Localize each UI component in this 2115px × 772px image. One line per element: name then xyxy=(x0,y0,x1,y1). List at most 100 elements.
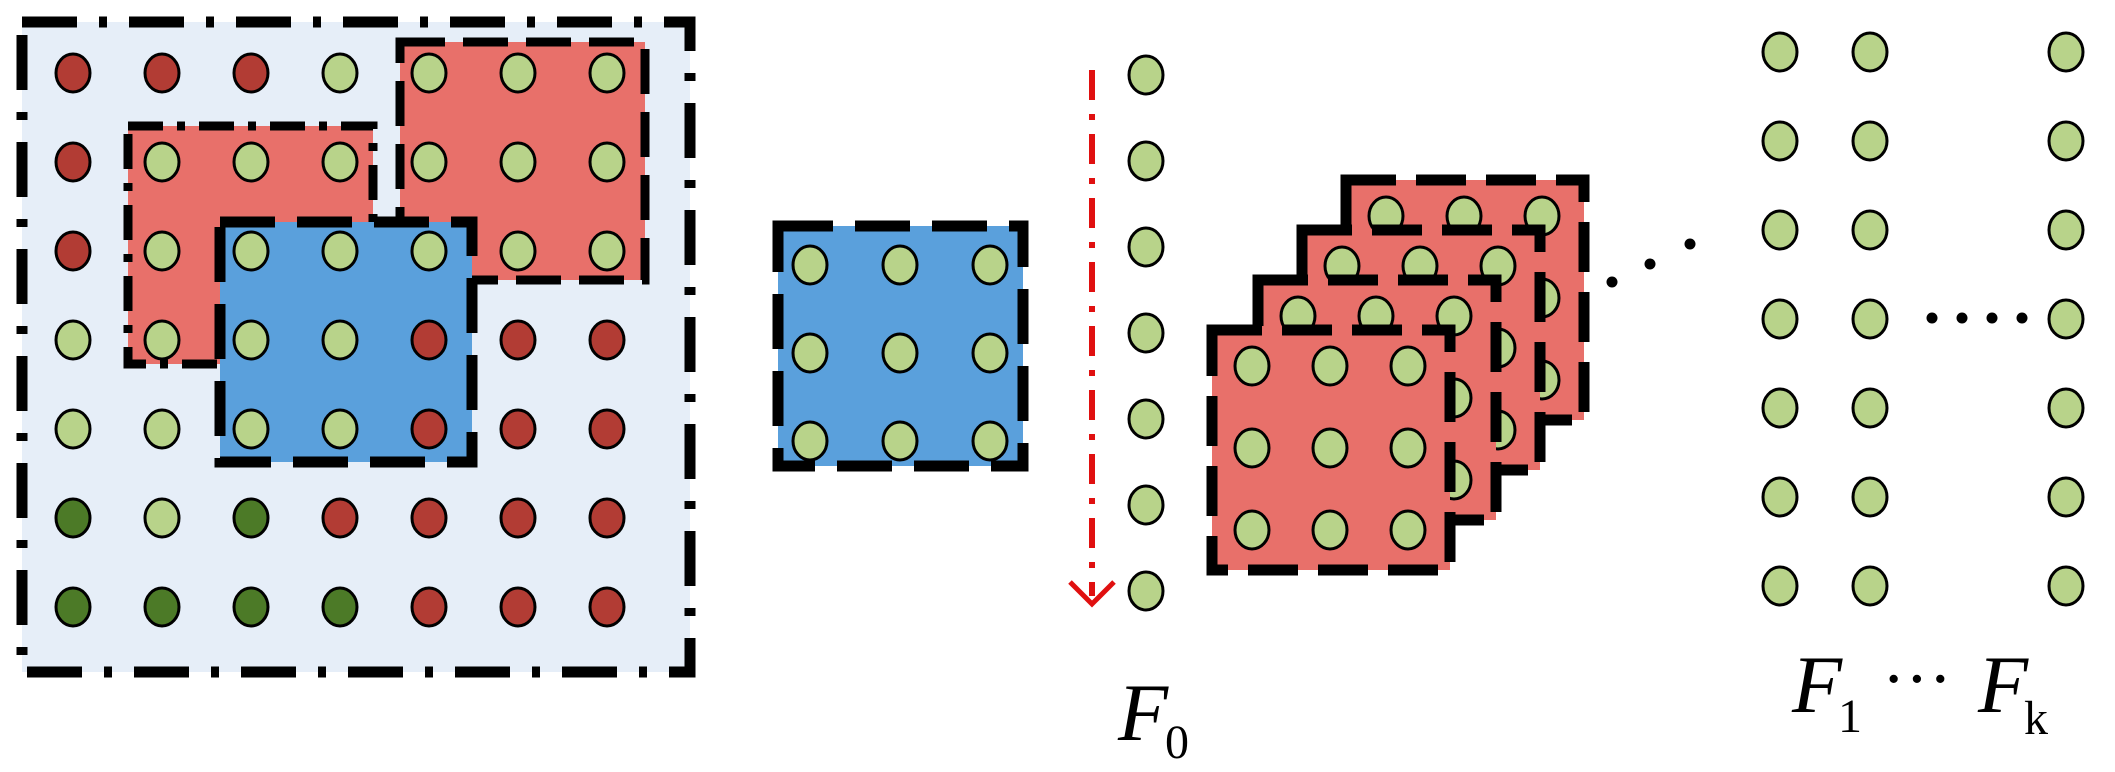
f0-dot xyxy=(1127,226,1165,268)
grid-dot xyxy=(410,319,448,361)
grid-dot xyxy=(499,586,537,628)
patch-dot xyxy=(791,244,829,286)
stack-layer xyxy=(1206,324,1456,576)
grid-dot xyxy=(410,586,448,628)
grid-dot xyxy=(54,230,92,272)
input-grid-panel xyxy=(16,16,696,678)
grid-dot xyxy=(321,52,359,94)
output-dot xyxy=(1851,387,1889,429)
grid-dot xyxy=(499,319,537,361)
f0-dot xyxy=(1127,312,1165,354)
output-dot xyxy=(1761,120,1799,162)
output-dot xyxy=(1851,476,1889,518)
grid-dot xyxy=(321,230,359,272)
dash-dot-down-arrow-icon xyxy=(1068,70,1116,608)
stack-dot xyxy=(1389,509,1427,551)
f1-label-main: F xyxy=(1791,639,1843,730)
grid-dot xyxy=(499,408,537,450)
stacked-feature-windows-icon xyxy=(1206,174,1590,576)
output-dot xyxy=(1851,565,1889,607)
output-dot xyxy=(1761,31,1799,73)
f0-label-main: F xyxy=(1117,667,1169,758)
output-dot xyxy=(1851,120,1889,162)
extracted-patch-dots xyxy=(791,244,1009,462)
grid-dot xyxy=(143,497,181,539)
output-dot xyxy=(2047,565,2085,607)
output-dot xyxy=(2047,476,2085,518)
grid-dot xyxy=(588,319,626,361)
grid-dot xyxy=(232,319,270,361)
grid-dot xyxy=(410,141,448,183)
grid-dot xyxy=(143,408,181,450)
grid-dot xyxy=(410,497,448,539)
output-dot xyxy=(1761,565,1799,607)
grid-dot xyxy=(321,408,359,450)
grid-dot xyxy=(410,408,448,450)
grid-dot xyxy=(588,497,626,539)
f0-label: F 0 xyxy=(1117,667,1189,769)
grid-dot xyxy=(54,408,92,450)
grid-dot xyxy=(54,586,92,628)
grid-dot xyxy=(232,52,270,94)
output-dot xyxy=(1851,209,1889,251)
stack-ellipsis xyxy=(1606,238,1696,288)
grid-dot xyxy=(143,586,181,628)
f0-vector-dots xyxy=(1127,54,1165,612)
f0-label-sub: 0 xyxy=(1165,716,1189,769)
grid-dot xyxy=(232,141,270,183)
output-dot xyxy=(1851,31,1889,73)
stack-dot xyxy=(1311,345,1349,387)
stack-dot xyxy=(1233,345,1271,387)
grid-dot xyxy=(410,230,448,272)
output-dot xyxy=(2047,387,2085,429)
f-ellipsis: ··· xyxy=(1882,641,1952,718)
grid-dot xyxy=(54,141,92,183)
grid-dot xyxy=(232,497,270,539)
patch-dot xyxy=(881,244,919,286)
stack-dot xyxy=(1311,427,1349,469)
output-dot xyxy=(1761,387,1799,429)
grid-dot xyxy=(588,52,626,94)
output-dot xyxy=(1761,476,1799,518)
grid-dot xyxy=(143,141,181,183)
output-dot xyxy=(1761,209,1799,251)
f0-dot xyxy=(1127,570,1165,612)
output-feature-columns xyxy=(1761,31,2085,607)
grid-dot xyxy=(499,230,537,272)
grid-dot xyxy=(143,52,181,94)
grid-dot xyxy=(321,586,359,628)
output-dot xyxy=(1851,298,1889,340)
stack-dot xyxy=(1311,509,1349,551)
grid-dot xyxy=(143,319,181,361)
extracted-patch xyxy=(772,220,1029,472)
fk-label-sub: k xyxy=(2024,692,2048,745)
grid-dot xyxy=(499,497,537,539)
output-dot xyxy=(2047,209,2085,251)
stack-dot xyxy=(1233,427,1271,469)
grid-dot xyxy=(321,319,359,361)
f0-dot xyxy=(1127,54,1165,96)
f0-dot xyxy=(1127,398,1165,440)
grid-dot xyxy=(410,52,448,94)
grid-dot xyxy=(499,141,537,183)
stack-dot xyxy=(1233,509,1271,551)
grid-dot xyxy=(143,230,181,272)
grid-dot xyxy=(232,230,270,272)
grid-dot xyxy=(54,52,92,94)
grid-dot xyxy=(588,408,626,450)
grid-dot xyxy=(232,408,270,450)
grid-dot xyxy=(588,586,626,628)
patch-dot xyxy=(881,420,919,462)
grid-dot xyxy=(54,319,92,361)
grid-dot xyxy=(54,497,92,539)
patch-dot xyxy=(971,332,1009,374)
output-dot xyxy=(2047,31,2085,73)
f0-dot xyxy=(1127,484,1165,526)
fk-label-main: F xyxy=(1977,639,2029,730)
patch-dot xyxy=(881,332,919,374)
patch-dot xyxy=(791,332,829,374)
f0-dot xyxy=(1127,140,1165,182)
output-dot xyxy=(2047,298,2085,340)
grid-dot xyxy=(232,586,270,628)
